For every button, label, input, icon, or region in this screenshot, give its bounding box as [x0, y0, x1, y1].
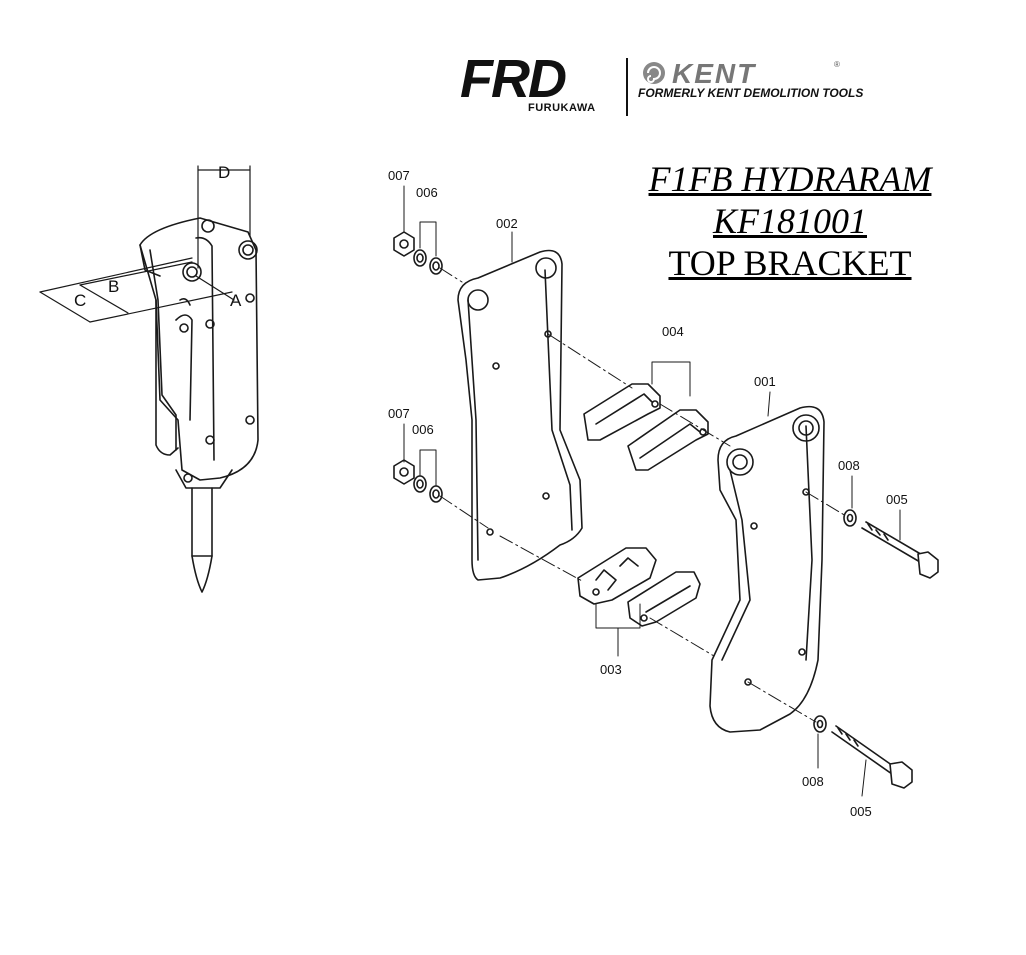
kent-logo: KENT — [672, 58, 757, 89]
part-callouts: 007 006 002 004 001 008 005 007 006 003 … — [388, 168, 908, 819]
kent-tagline: FORMERLY KENT DEMOLITION TOOLS — [638, 86, 864, 100]
part-004-links — [583, 383, 709, 471]
callout-002: 002 — [496, 216, 518, 231]
logo: FRD FURUKAWA KENT ® FORMERLY KENT DEMOLI… — [456, 49, 863, 122]
dim-c-label: C — [74, 291, 86, 310]
callout-003: 003 — [600, 662, 622, 677]
dim-a-label: A — [230, 291, 242, 310]
kent-swirl-icon — [643, 62, 665, 84]
callout-007-top: 007 — [388, 168, 410, 183]
dim-d-label: D — [218, 163, 230, 182]
callout-006-bottom: 006 — [412, 422, 434, 437]
part-002-plate — [457, 249, 583, 581]
title-part-number: KF181001 — [712, 201, 867, 241]
callout-008-bottom: 008 — [802, 774, 824, 789]
part-003-links — [577, 547, 701, 627]
hardware-bottom — [393, 459, 443, 503]
hardware-top — [393, 231, 443, 275]
logo-divider — [626, 58, 628, 116]
callout-004: 004 — [662, 324, 684, 339]
assembled-hammer-view — [139, 217, 259, 593]
part-001-plate — [709, 405, 825, 733]
title-block: F1FB HYDRARAM KF181001 TOP BRACKET — [600, 158, 980, 284]
title-part-name: TOP BRACKET — [668, 243, 912, 283]
dimension-lines — [39, 165, 251, 323]
callout-005-bottom: 005 — [850, 804, 872, 819]
dimension-labels: D B C A — [74, 163, 242, 310]
frd-logo: FRD — [460, 49, 567, 109]
washer-008-bottom — [813, 715, 827, 733]
bolt-005-bottom — [831, 725, 913, 789]
alignment-lines — [439, 267, 847, 723]
title-model: F1FB HYDRARAM — [648, 159, 932, 199]
callout-006-top: 006 — [416, 185, 438, 200]
registered-mark: ® — [834, 60, 840, 69]
dim-b-label: B — [108, 277, 119, 296]
callout-001: 001 — [754, 374, 776, 389]
furukawa-label: FURUKAWA — [528, 102, 596, 114]
washer-008-top — [843, 509, 857, 527]
bolt-005-top — [861, 521, 939, 579]
callout-008-top: 008 — [838, 458, 860, 473]
callout-005-top: 005 — [886, 492, 908, 507]
callout-leaders — [403, 185, 901, 797]
callout-007-bottom: 007 — [388, 406, 410, 421]
